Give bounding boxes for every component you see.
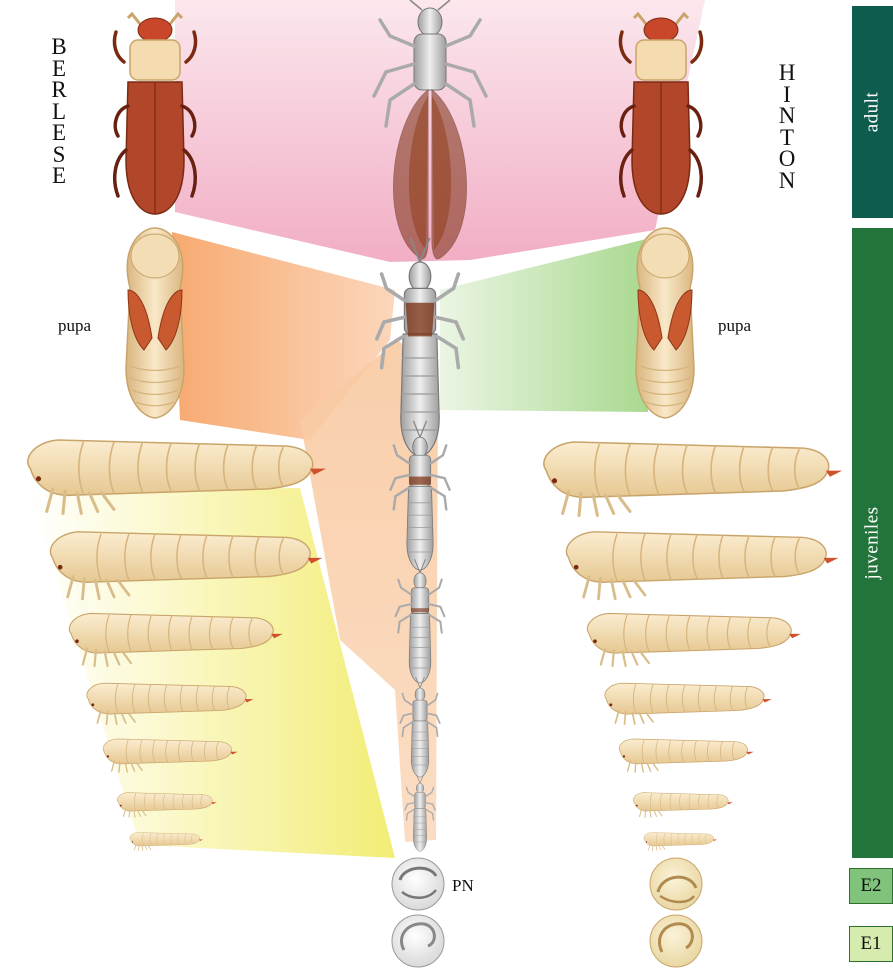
adult-stage-label: adult <box>862 92 884 133</box>
pupa-icon <box>636 228 694 418</box>
pupa-icon <box>126 228 184 418</box>
pupa-label-left: pupa <box>58 316 91 336</box>
e1-stage-box: E1 <box>849 926 893 962</box>
egg-icon <box>650 858 702 910</box>
larva-icon <box>644 833 717 851</box>
larva-icon <box>587 613 801 666</box>
pupa-band-right <box>440 238 650 412</box>
larva-icon <box>130 833 203 851</box>
right-title: H I N T O N <box>772 62 802 191</box>
pupa-label-right: pupa <box>718 316 751 336</box>
juveniles-stage-label: juveniles <box>862 506 884 579</box>
larva-icon <box>605 683 772 724</box>
larva-icon <box>544 442 842 515</box>
juveniles-stage-bar: juveniles <box>852 228 893 858</box>
larva-icon <box>619 739 754 772</box>
larva-icon <box>633 793 732 817</box>
e2-stage-box: E2 <box>849 868 893 904</box>
egg-icon <box>392 915 444 967</box>
pn-label: PN <box>452 876 474 896</box>
left-title: B E R L E S E <box>44 36 74 187</box>
egg-icon <box>650 915 702 967</box>
adult-stage-bar: adult <box>852 6 893 218</box>
egg-icon <box>392 858 444 910</box>
larva-icon <box>566 532 838 599</box>
